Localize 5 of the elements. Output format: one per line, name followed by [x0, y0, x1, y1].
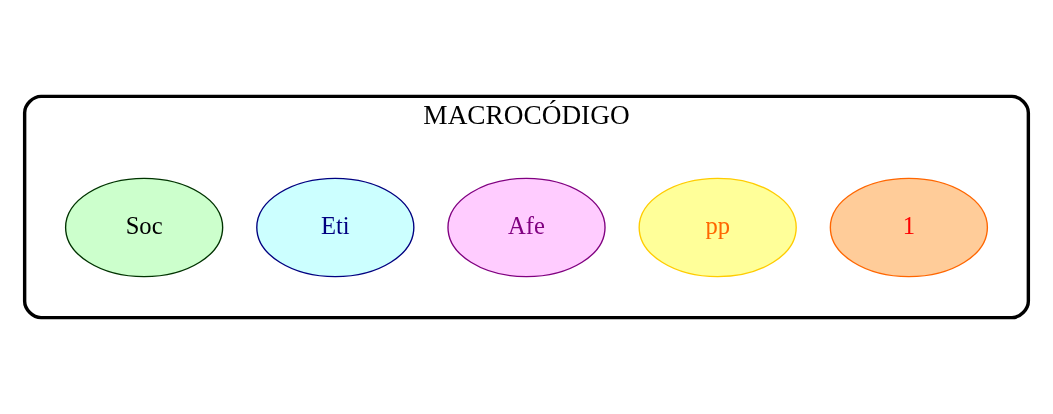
node-ellipse: Soc	[64, 177, 224, 278]
node-ellipse: 1	[829, 177, 989, 278]
node-ellipse: Afe	[447, 177, 606, 278]
node-ellipse: pp	[638, 177, 797, 278]
node-ellipse: Eti	[256, 177, 415, 278]
